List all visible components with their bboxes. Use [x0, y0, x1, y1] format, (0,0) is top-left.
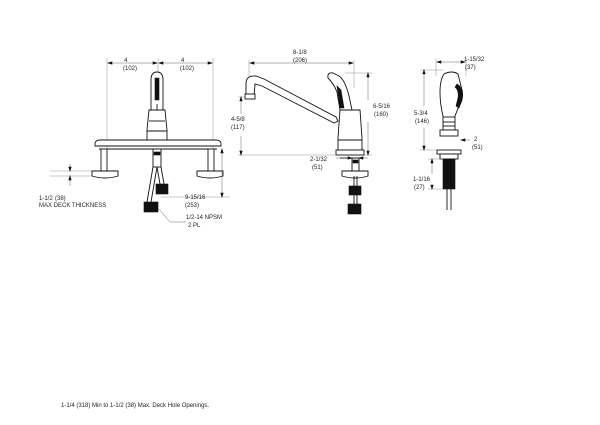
spray-width-value: 1-15/32: [464, 57, 485, 63]
shank-offset-value: 2-1/32: [310, 157, 328, 163]
spread-mm: (253): [185, 203, 199, 209]
spout-reach-value: 8-1/8: [293, 50, 307, 56]
front-view: [50, 58, 230, 223]
width-right-mm: (102): [180, 66, 194, 72]
deck-plate: [94, 139, 222, 147]
overall-height-mm: (160): [374, 112, 388, 118]
spray-height-value: 5-3/4: [414, 111, 428, 117]
overall-height-value: 6-5/16: [373, 104, 391, 110]
spray-shank: [442, 158, 456, 190]
spray-trigger: [454, 83, 463, 109]
width-left-value: 4: [124, 58, 128, 64]
spray-width-mm: (37): [465, 65, 476, 71]
front-body: [146, 109, 168, 141]
deck-thickness-label: MAX DECK THICKNESS: [39, 203, 106, 209]
thread-spec: 1/2-14 NPSM: [186, 215, 222, 221]
left-mounting-nut: [91, 170, 119, 179]
deck-hole-footnote: 1-1/4 (318) Min to 1-1/2 (38) Max. Deck …: [61, 403, 209, 409]
spout-height-mm: (117): [231, 125, 245, 131]
side-body: [337, 109, 363, 151]
right-mounting-nut: [196, 170, 224, 179]
spout-height-value: 4-5/8: [231, 117, 245, 123]
side-spray-view: [420, 58, 470, 210]
spray-shank-mm: (27): [414, 185, 425, 191]
spread-value: 9-15/16: [185, 195, 206, 201]
spray-shank-value: 1-1/16: [413, 177, 431, 183]
spray-height-mm: (146): [415, 119, 429, 125]
spout-reach-mm: (206): [293, 58, 307, 64]
deck-thickness-mm: (38): [55, 196, 66, 202]
spout: [245, 75, 339, 124]
thread-quantity: 2 PL: [188, 223, 201, 229]
shank-offset-mm: (51): [312, 165, 323, 171]
left-coupling-nut: [143, 201, 159, 213]
width-right-value: 4: [181, 58, 185, 64]
spray-base-mm: (51): [472, 145, 483, 151]
side-view: [238, 60, 372, 215]
right-coupling-nut: [155, 183, 169, 195]
width-left-mm: (102): [123, 66, 137, 72]
spray-base-value: 2: [474, 137, 478, 143]
deck-thickness-value: 1-1/2: [39, 196, 53, 202]
